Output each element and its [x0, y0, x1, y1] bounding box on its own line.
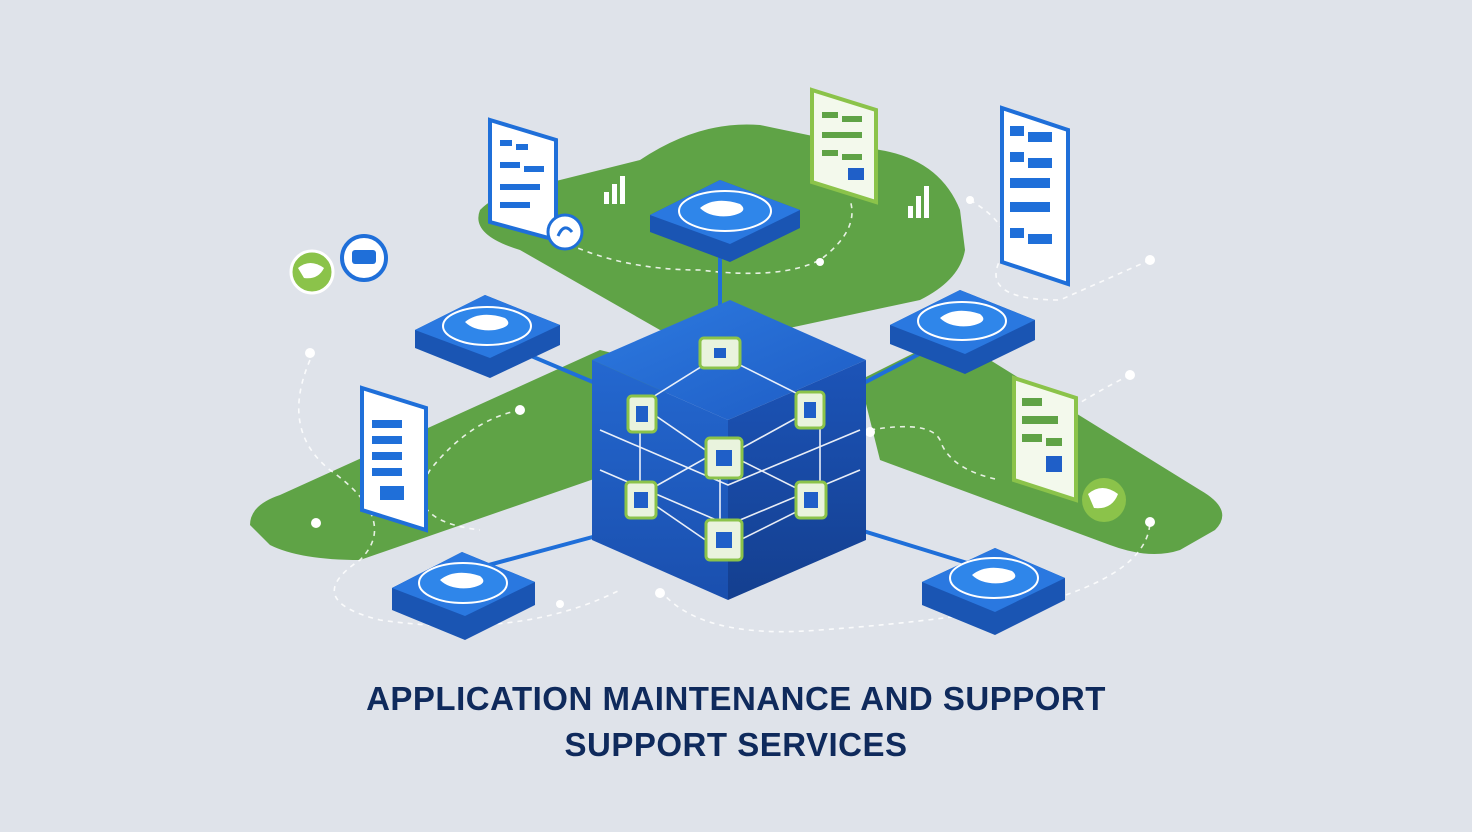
globe-icon: [289, 249, 335, 295]
module-boxes: [624, 336, 828, 562]
module-box-icon: [626, 394, 658, 434]
document-panel-icon: [810, 87, 878, 205]
chart-icon: [604, 176, 625, 204]
globe-node-icon: [392, 552, 535, 640]
globe-node-icon: [650, 180, 800, 262]
module-box-icon: [794, 390, 826, 430]
document-panels: [360, 87, 1078, 533]
support-icon: [546, 213, 584, 251]
module-box-icon: [624, 480, 658, 520]
title-line-1: APPLICATION MAINTENANCE AND SUPPORT: [366, 680, 1106, 717]
globe-nodes: [392, 180, 1065, 640]
globe-icon: [1082, 478, 1126, 522]
module-box-icon: [794, 480, 828, 520]
module-box-icon: [704, 436, 744, 480]
decorative-badges: [289, 176, 1126, 522]
chart-icon: [908, 186, 929, 218]
document-panel-icon: [1012, 375, 1078, 503]
network-paths: [298, 199, 1151, 633]
chat-icon: [340, 234, 388, 282]
title-line-2: SUPPORT SERVICES: [564, 726, 908, 763]
globe-node-icon: [415, 295, 560, 378]
document-panel-icon: [360, 385, 428, 533]
module-box-icon: [698, 336, 742, 370]
document-panel-icon: [488, 117, 558, 243]
globe-node-icon: [890, 290, 1035, 374]
globe-node-icon: [922, 548, 1065, 635]
document-panel-icon: [1000, 105, 1070, 287]
module-box-icon: [704, 518, 744, 562]
